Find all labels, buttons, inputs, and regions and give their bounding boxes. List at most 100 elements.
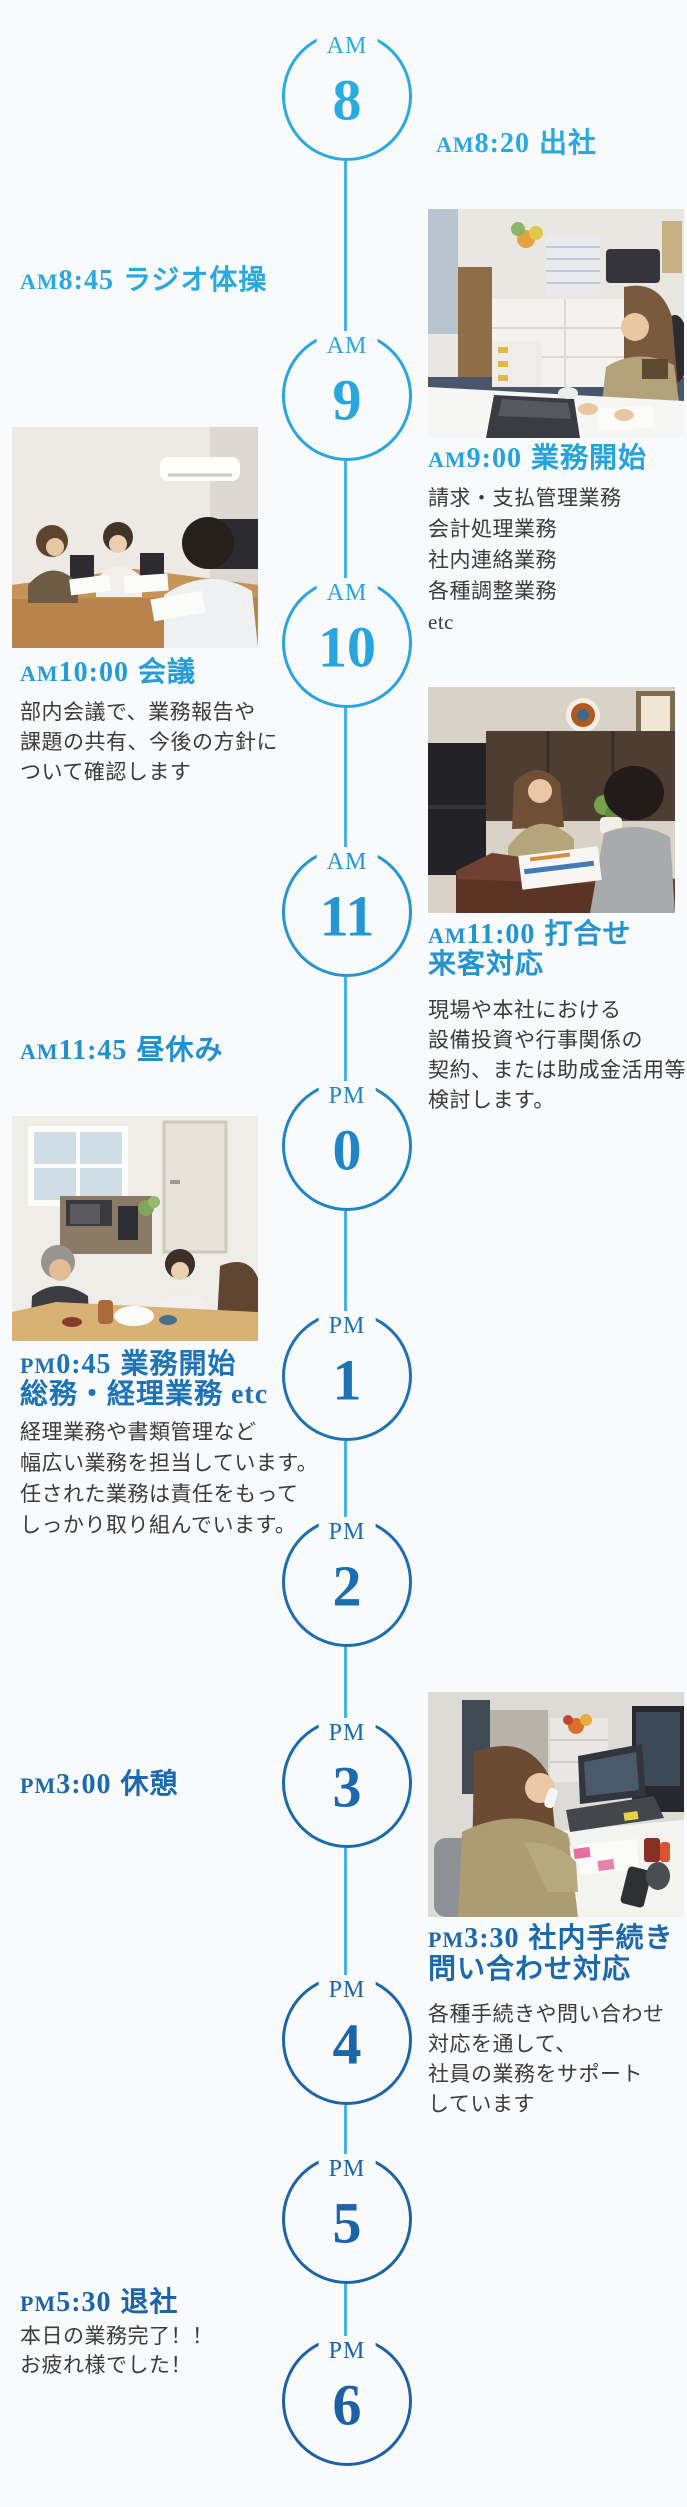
event-description-line: 部内会議で、業務報告や — [20, 700, 256, 724]
timeline-connector — [344, 977, 347, 1081]
event-description-line: 請求・支払管理業務 — [428, 486, 622, 510]
event-description-line: 幅広い業務を担当しています。 — [20, 1451, 319, 1475]
hour-number: 9 — [332, 367, 362, 433]
event-description-line: 課題の共有、今後の方針に — [20, 730, 278, 754]
hour-number: 11 — [319, 883, 375, 949]
hour-number: 6 — [332, 2372, 362, 2438]
timeline-hour-am11: AM 11 — [282, 847, 412, 977]
timeline-connector — [344, 2105, 347, 2154]
event-title: 休憩 — [120, 1769, 179, 1800]
timeline-connector — [344, 161, 347, 331]
hour-period-label: PM — [318, 2154, 376, 2184]
photo-phone-support — [428, 1692, 684, 1917]
event-time: 8:45 — [58, 265, 114, 296]
event-time: 3:30 — [464, 1923, 520, 1954]
hour-period-label: AM — [316, 847, 378, 877]
timeline-hour-am9: AM 9 — [282, 331, 412, 461]
timeline-connector — [344, 708, 347, 847]
timeline-hour-pm6: PM 6 — [282, 2336, 412, 2466]
photo-meeting-room — [12, 427, 258, 648]
event-title: 退社 — [120, 2287, 179, 2318]
event-period: AM — [428, 923, 467, 948]
event-description-line: 本日の業務完了！！ — [20, 2324, 214, 2348]
hour-period-label: AM — [316, 31, 378, 61]
event-time: 5:30 — [56, 2287, 112, 2318]
hour-period-label: PM — [318, 2336, 376, 2366]
event-title: 昼休み — [136, 1035, 224, 1066]
hour-period-label: PM — [318, 1081, 376, 1111]
event-description-line: 各種調整業務 — [428, 579, 557, 603]
event-title: 業務開始 — [530, 443, 647, 474]
event-description-line: 検討します。 — [428, 1088, 555, 1112]
photo-desk-work-image — [428, 209, 684, 438]
event-title: 業務開始 — [120, 1349, 237, 1380]
timeline-hour-pm0: PM 0 — [282, 1081, 412, 1211]
event-description-line: 経理業務や書類管理など — [20, 1420, 257, 1444]
event-description-line: 設備投資や行事関係の — [428, 1028, 643, 1052]
timeline-connector — [344, 1211, 347, 1311]
event-time: 0:45 — [56, 1349, 112, 1380]
event-description-line: 社内連絡業務 — [428, 548, 557, 572]
hour-number: 8 — [332, 67, 362, 133]
event-title-line2: 問い合わせ対応 — [428, 1954, 632, 1985]
event-time: 9:00 — [466, 443, 522, 474]
event-description-line: しています — [428, 2092, 535, 2116]
event-description-line: お疲れ様でした！ — [20, 2353, 192, 2377]
event-heading-am1100: AM11:00 打合せ 来客対応 — [428, 920, 631, 979]
event-description-am1100: 現場や本社における 設備投資や行事関係の 契約、または助成金活用等 検討します。 — [428, 995, 686, 1115]
hour-period-label: PM — [318, 1517, 376, 1547]
event-description-pm330: 各種手続きや問い合わせ 対応を通して、 社員の業務をサポート しています — [428, 1999, 665, 2119]
hour-number: 0 — [332, 1117, 362, 1183]
event-heading-pm530: PM5:30 退社 — [20, 2288, 179, 2319]
event-description-line: 現場や本社における — [428, 998, 622, 1022]
event-period: PM — [20, 1773, 57, 1798]
hour-number: 1 — [332, 1347, 362, 1413]
timeline-connector — [344, 1441, 347, 1517]
event-heading-line: AM11:00 打合せ — [428, 920, 631, 950]
photo-client-meeting-image — [428, 687, 675, 913]
timeline-hour-pm2: PM 2 — [282, 1517, 412, 1647]
timeline-hour-am10: AM 10 — [282, 578, 412, 708]
event-description-am1000: 部内会議で、業務報告や 課題の共有、今後の方針に ついて確認します — [20, 697, 278, 787]
photo-meeting-room-image — [12, 427, 258, 648]
hour-number: 5 — [332, 2190, 362, 2256]
timeline-connector — [344, 1848, 347, 1975]
event-period: AM — [20, 661, 59, 686]
event-description-pm045: 経理業務や書類管理など 幅広い業務を担当しています。 任された業務は責任をもって… — [20, 1417, 318, 1541]
event-title-line2: 総務・経理業務 etc — [20, 1379, 269, 1410]
event-period: AM — [20, 269, 59, 294]
hour-number: 4 — [332, 2011, 362, 2077]
photo-client-meeting — [428, 687, 675, 913]
event-description-line: 対応を通して、 — [428, 2032, 577, 2056]
event-title: 打合せ — [544, 919, 632, 950]
event-time: 10:00 — [58, 657, 129, 688]
event-time: 8:20 — [474, 128, 530, 159]
timeline-hour-pm3: PM 3 — [282, 1718, 412, 1848]
event-period: PM — [20, 2291, 57, 2316]
event-title-line2: 来客対応 — [428, 949, 545, 980]
event-heading-line: AM10:00 会議 — [20, 658, 196, 689]
hour-period-label: PM — [318, 1718, 376, 1748]
event-description-line: etc — [428, 610, 454, 634]
photo-lunch-break — [12, 1116, 258, 1341]
event-time: 11:00 — [466, 919, 536, 950]
timeline-connector — [344, 2284, 347, 2336]
timeline-hour-pm4: PM 4 — [282, 1975, 412, 2105]
timeline-hour-pm1: PM 1 — [282, 1311, 412, 1441]
event-description-am900: 請求・支払管理業務 会計処理業務 社内連絡業務 各種調整業務 etc — [428, 483, 622, 638]
timeline-hour-pm5: PM 5 — [282, 2154, 412, 2284]
hour-number: 3 — [332, 1754, 362, 1820]
photo-desk-work — [428, 209, 684, 438]
event-title: 会議 — [137, 657, 196, 688]
hour-number: 2 — [332, 1553, 362, 1619]
